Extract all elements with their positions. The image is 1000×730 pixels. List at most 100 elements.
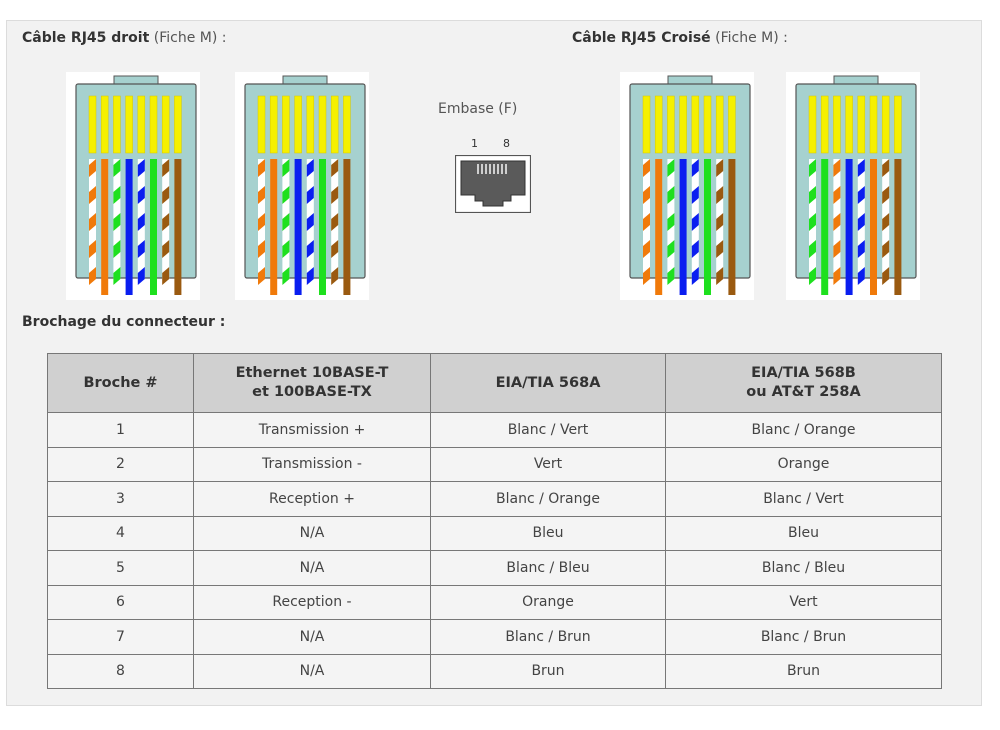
wire-blue bbox=[125, 159, 133, 295]
straight-cable-title-bold: Câble RJ45 droit bbox=[22, 30, 150, 46]
contact-pin bbox=[161, 95, 170, 154]
rj45-plug-crossed-left bbox=[620, 72, 754, 300]
wire-green bbox=[319, 159, 326, 295]
cell-pin: 3 bbox=[47, 481, 194, 517]
cell-ethernet: N/A bbox=[193, 653, 431, 689]
contact-pin bbox=[894, 95, 902, 154]
cell-ethernet: Transmission + bbox=[193, 412, 431, 448]
wire-white-orange bbox=[258, 159, 265, 295]
cell-pin: 4 bbox=[47, 515, 194, 551]
wire-blue bbox=[294, 159, 302, 295]
contact-pin bbox=[294, 95, 302, 154]
cell-568b: Orange bbox=[665, 446, 942, 482]
contact-pin bbox=[820, 95, 829, 154]
contact-pin bbox=[330, 95, 339, 154]
embase-pin-last: 8 bbox=[503, 137, 510, 150]
contact-pin bbox=[318, 95, 327, 154]
contact-pin bbox=[306, 95, 315, 154]
wire-white-blue bbox=[306, 159, 314, 295]
wire-blue bbox=[679, 159, 687, 295]
cell-568b: Brun bbox=[665, 653, 942, 689]
cell-568a: Orange bbox=[430, 584, 666, 620]
cell-ethernet: N/A bbox=[193, 619, 431, 655]
contact-pin bbox=[833, 95, 841, 154]
wire-white-blue bbox=[137, 159, 145, 295]
cell-ethernet: N/A bbox=[193, 550, 431, 586]
embase-pin-first: 1 bbox=[471, 137, 478, 150]
contact-pin bbox=[869, 95, 878, 154]
contact-pin bbox=[808, 95, 817, 154]
wire-white-orange bbox=[833, 159, 841, 295]
cell-pin: 5 bbox=[47, 550, 194, 586]
rj45-socket-icon bbox=[455, 155, 531, 213]
cell-pin: 2 bbox=[47, 446, 194, 482]
rj45-plug-icon bbox=[75, 75, 197, 295]
crossed-cable-title-bold: Câble RJ45 Croisé bbox=[572, 30, 711, 46]
cell-568b: Blanc / Vert bbox=[665, 481, 942, 517]
cell-pin: 7 bbox=[47, 619, 194, 655]
cell-568a: Blanc / Brun bbox=[430, 619, 666, 655]
cell-568a: Blanc / Vert bbox=[430, 412, 666, 448]
wire-brown bbox=[343, 159, 351, 295]
wire-white-blue bbox=[691, 159, 699, 295]
wire-white-brown bbox=[716, 159, 724, 295]
wire-white-brown bbox=[162, 159, 170, 295]
wire-orange bbox=[101, 159, 109, 295]
cell-568a: Bleu bbox=[430, 515, 666, 551]
cell-ethernet: N/A bbox=[193, 515, 431, 551]
contact-pin bbox=[282, 95, 290, 154]
contact-pin bbox=[857, 95, 866, 154]
cell-568a: Brun bbox=[430, 653, 666, 689]
contact-pin bbox=[715, 95, 724, 154]
cell-568b: Blanc / Bleu bbox=[665, 550, 942, 586]
cell-ethernet: Transmission - bbox=[193, 446, 431, 482]
contact-pin bbox=[100, 95, 109, 154]
contact-pin bbox=[667, 95, 675, 154]
cell-568a: Blanc / Bleu bbox=[430, 550, 666, 586]
cell-568b: Bleu bbox=[665, 515, 942, 551]
wire-white-blue bbox=[857, 159, 865, 295]
cell-568b: Blanc / Brun bbox=[665, 619, 942, 655]
wire-orange bbox=[870, 159, 877, 295]
cell-568b: Blanc / Orange bbox=[665, 412, 942, 448]
rj45-plug-icon bbox=[244, 75, 366, 295]
wire-green bbox=[150, 159, 157, 295]
cell-568a: Blanc / Orange bbox=[430, 481, 666, 517]
contact-pin bbox=[679, 95, 687, 154]
wire-orange bbox=[655, 159, 663, 295]
wire-blue bbox=[845, 159, 853, 295]
contact-pin bbox=[845, 95, 853, 154]
wire-white-brown bbox=[882, 159, 890, 295]
pinout-section-title: Brochage du connecteur : bbox=[22, 314, 226, 330]
wire-white-green bbox=[113, 159, 121, 295]
wire-white-green bbox=[809, 159, 816, 295]
rj45-plug-straight-right bbox=[235, 72, 369, 300]
header-568a: EIA/TIA 568A bbox=[430, 353, 666, 413]
rj45-plug-straight-left bbox=[66, 72, 200, 300]
crossed-cable-title-note: (Fiche M) : bbox=[715, 30, 788, 46]
wire-brown bbox=[728, 159, 736, 295]
header-pin: Broche # bbox=[47, 353, 194, 413]
crossed-cable-title: Câble RJ45 Croisé (Fiche M) : bbox=[572, 30, 788, 46]
contact-pin bbox=[343, 95, 351, 154]
wire-white-brown bbox=[331, 159, 339, 295]
contact-pin bbox=[125, 95, 133, 154]
wire-white-green bbox=[667, 159, 675, 295]
contact-pin bbox=[88, 95, 97, 154]
cell-568b: Vert bbox=[665, 584, 942, 620]
wire-green bbox=[821, 159, 829, 295]
cell-ethernet: Reception + bbox=[193, 481, 431, 517]
contact-pin bbox=[642, 95, 651, 154]
cell-pin: 8 bbox=[47, 653, 194, 689]
rj45-plug-icon bbox=[795, 75, 917, 295]
contact-pin bbox=[149, 95, 158, 154]
